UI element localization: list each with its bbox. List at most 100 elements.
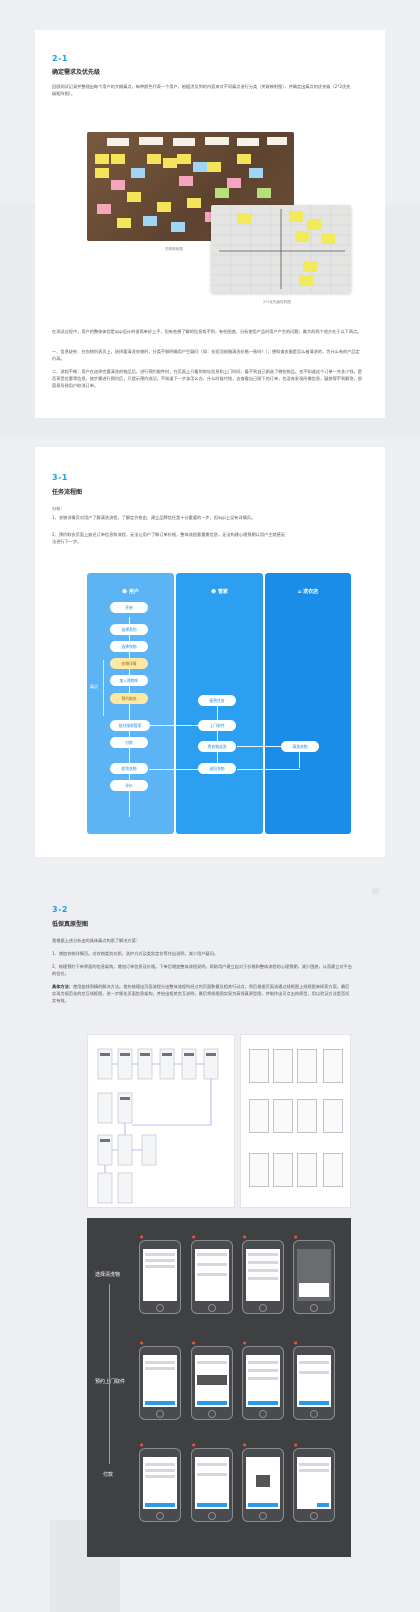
info-gap-paragraph: 一、信息缺失：在衣物列表页上，选择要清洗衣物时，分类不够明确用户生疑问（如：长短…	[52, 349, 360, 361]
flow-connector	[237, 746, 301, 747]
pin-icon: ●	[243, 1340, 247, 1345]
phone-mockup	[242, 1240, 284, 1314]
phone-mockup	[293, 1346, 335, 1420]
section-number: 2-1	[52, 54, 68, 63]
analysis-label: 分析：	[52, 506, 65, 511]
method-text: 使用曲线到精的解决方法。首先梳理出页面流程分出整体流程所经过的页面数量及相关行动…	[52, 984, 350, 1003]
flow-connector	[149, 725, 217, 726]
store-icon: ⌂	[297, 589, 304, 595]
sketch-panel	[240, 1034, 351, 1208]
laundry-lane: ⌂ 洗衣店	[265, 573, 351, 834]
section-title: 低保真原型图	[52, 921, 89, 928]
method-label: 具体方法：	[52, 984, 73, 989]
sketch-screen	[273, 1099, 293, 1133]
task-flow-diagram: ☻ 用户 ☻ 管家 ⌂ 洗衣店 痛点 开始 选择类别 选择衣物 衣物详情 加入购…	[87, 573, 351, 834]
steward-lane-header: ☻ 管家	[211, 589, 228, 595]
user-icon: ☻	[122, 589, 129, 595]
phone-mockup	[242, 1448, 284, 1522]
pin-icon: ●	[243, 1234, 247, 1239]
laundry-lane-header: ⌂ 洗衣店	[297, 589, 319, 595]
sketch-screen	[297, 1099, 317, 1133]
pain-label: 痛点	[90, 684, 98, 689]
flow-node: 上门取件	[198, 720, 236, 731]
flow-node-pain: 预约取衣	[110, 693, 148, 704]
body-paragraph: 在测试过程中，用户的整体体验是app设计的很简单好上手，但有些想了解的信息找不到…	[52, 329, 362, 334]
sketch-screen	[297, 1153, 317, 1187]
flow-node: 清洗衣物	[281, 741, 319, 752]
section-title: 任务流程图	[52, 489, 83, 496]
priority-matrix-photo	[211, 205, 351, 293]
phone-mockup	[191, 1448, 233, 1522]
sketch-screen	[323, 1049, 343, 1083]
pain-bracket	[103, 660, 104, 716]
solution-point-2: 2、梳理预约下单界面的信息架构，增加订单信息及价格。下单后增加整体流程说明，帮助…	[52, 964, 352, 976]
matrix-caption: 2*2优先级矩阵图	[263, 300, 291, 304]
flow-node: 选择衣物	[110, 641, 148, 652]
section-number: 3-2	[52, 905, 68, 914]
flow-node: 评价	[110, 780, 148, 791]
row-label-select: 选择清洗物	[95, 1272, 121, 1278]
pin-icon: ●	[294, 1340, 298, 1345]
flow-node: 接到任务	[198, 695, 236, 706]
flow-node: 开始	[110, 602, 148, 613]
solution-point-1: 1、增加衣物详情页。对衣物类别对质，洗护方式及类别定价等作出说明，减少用户疑问。	[52, 951, 218, 956]
flow-connector	[217, 701, 218, 769]
steward-icon: ☻	[211, 589, 218, 595]
flow-node: 将衣物送洗	[198, 741, 236, 752]
affinity-caption: 关联映射图	[165, 247, 183, 251]
pin-icon: ●	[294, 1234, 298, 1239]
row-connector	[109, 1284, 110, 1464]
method-paragraph: 具体方法：使用曲线到精的解决方法。首先梳理出页面流程分出整体流程所经过的页面数量…	[52, 983, 352, 1004]
pin-icon: ●	[192, 1234, 196, 1239]
sketch-screen	[297, 1049, 317, 1083]
phone-mockup	[191, 1346, 233, 1420]
row-label-payment: 付款	[103, 1472, 114, 1478]
analysis-point-1: 1、衣物详情页对用户了解清洗流程，了解定价依由、建立品牌信任是十分重要的一步，但…	[52, 515, 256, 520]
flow-node: 选择类别	[110, 624, 148, 635]
flow-node: 付款	[110, 737, 148, 748]
solution-lead: 我根据上述分析出的具体痛点构思了解决方案：	[52, 938, 140, 943]
pin-icon: ●	[140, 1340, 144, 1345]
flow-connector	[129, 617, 130, 817]
wireframe-flow-panel	[87, 1034, 235, 1208]
section-title: 确定需求及优先级	[52, 69, 101, 76]
phone-mockup	[191, 1240, 233, 1314]
flow-issue-paragraph: 二、流程不畅：用户在选择完要清洗的物品后，进行预约取件时，在页面上只看到地址信息…	[52, 369, 362, 388]
flow-node: 加入购物车	[110, 675, 148, 686]
flow-node: 收到衣物	[110, 763, 148, 774]
intro-paragraph: 回顾测试记录并整理出每个用户的大概痛点，每种颜色代表一个用户，根据涉及到的内容来…	[52, 84, 351, 96]
phone-mockup	[139, 1240, 181, 1314]
pin-icon: ●	[192, 1442, 196, 1447]
phone-mockup	[242, 1346, 284, 1420]
sketch-screen	[273, 1049, 293, 1083]
matrix-image	[211, 205, 351, 293]
flow-connector	[149, 769, 217, 770]
sketch-screen	[249, 1049, 269, 1083]
prototype-panel: 选择清洗物 预约上门取件 付款 ● ● ● ● ● ● ● ● ● ● ● ●	[87, 1218, 351, 1557]
pin-icon: ●	[140, 1234, 144, 1239]
sketch-screen	[249, 1099, 269, 1133]
section-number: 3-1	[52, 473, 68, 482]
phone-mockup	[293, 1448, 335, 1522]
flow-connector	[237, 769, 300, 770]
sketch-screen	[323, 1099, 343, 1133]
row-label-pickup: 预约上门取件	[95, 1379, 126, 1385]
phone-mockup	[139, 1346, 181, 1420]
sketch-screen	[273, 1153, 293, 1187]
pin-icon: ●	[294, 1442, 298, 1447]
flow-connector	[299, 746, 300, 768]
flow-node-pain: 衣物详情	[110, 658, 148, 669]
flow-node: 送回衣物	[198, 763, 236, 774]
sketch-screen	[323, 1153, 343, 1187]
pin-icon: ●	[243, 1442, 247, 1447]
square-decoration	[372, 888, 379, 895]
flow-node: 核对接收管家	[110, 720, 150, 731]
analysis-point-2: 2、预约取衣页面上缺乏订单信息和流程，无法让用户了解订单价格，整体流程客量需信息…	[52, 532, 285, 544]
phone-mockup	[293, 1240, 335, 1314]
sketch-screen	[249, 1153, 269, 1187]
phone-mockup	[139, 1448, 181, 1522]
wireframe-flow-image	[97, 1048, 219, 1204]
pin-icon: ●	[192, 1340, 196, 1345]
pin-icon: ●	[140, 1442, 144, 1447]
